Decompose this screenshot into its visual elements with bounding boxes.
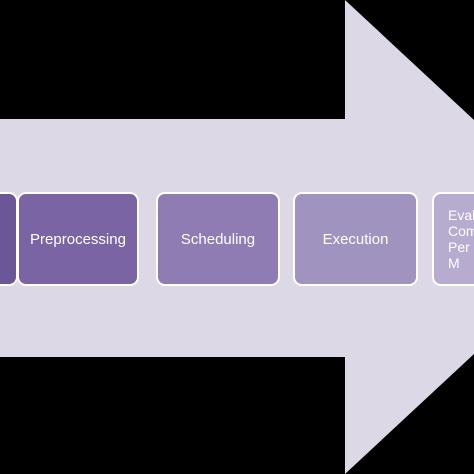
stage-label: Scheduling [180,230,256,248]
stage-box-preprocessing: Preprocessing [17,192,139,286]
stage-box-execution: Execution [293,192,418,286]
arrow-head-edge-top [345,0,474,120]
stage-box-partial [0,192,18,286]
stage-label: Execution [322,230,389,248]
arrow-head-edge-bottom [345,354,474,474]
stage-label: Eval Com Per M [448,207,474,271]
stage-box-evaluation: Eval Com Per M [432,192,474,286]
stage-label: Preprocessing [30,230,126,248]
stage-box-scheduling: Scheduling [156,192,280,286]
